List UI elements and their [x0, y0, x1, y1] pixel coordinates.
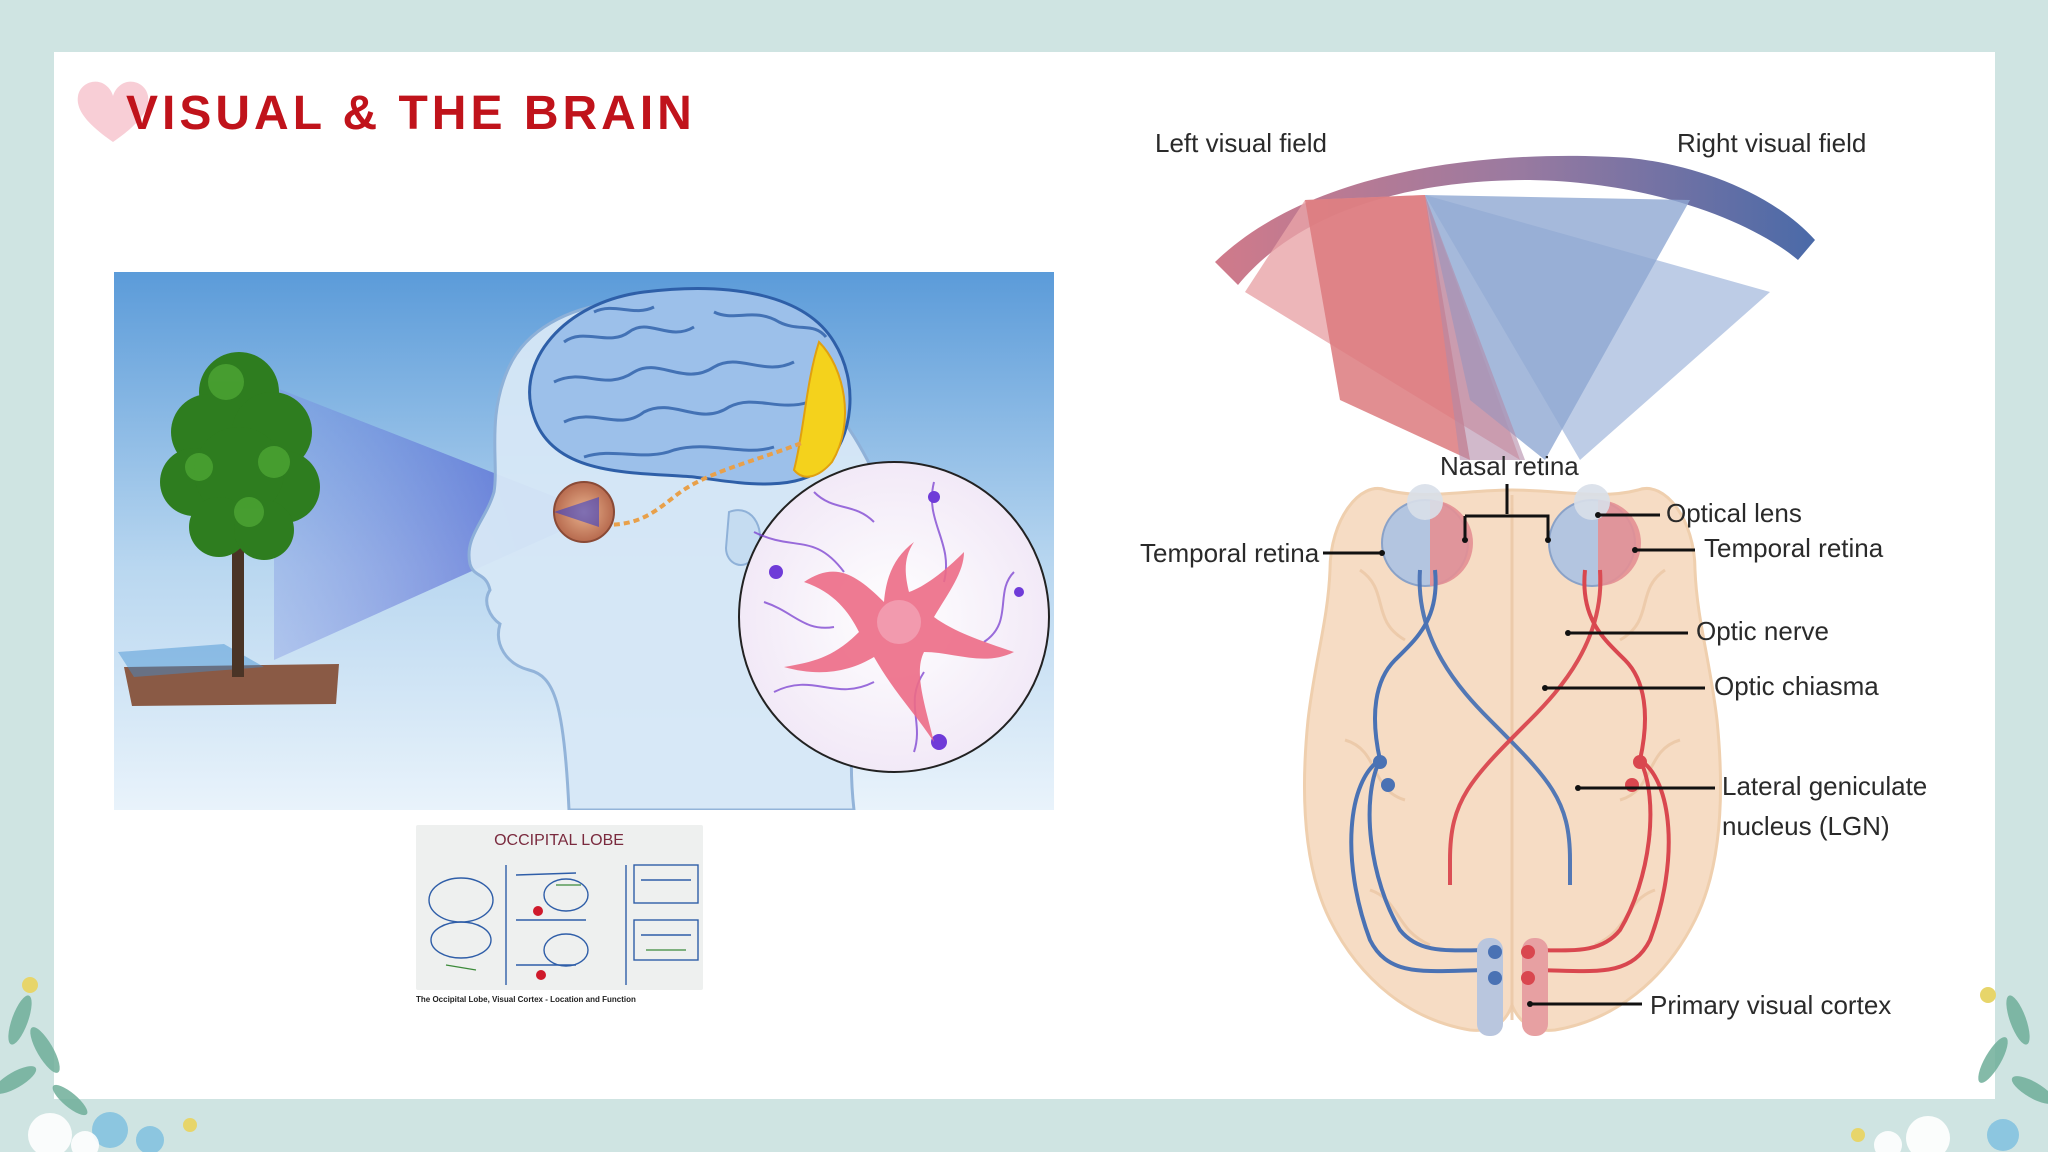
label-optic-chiasma: Optic chiasma — [1714, 671, 1879, 701]
label-temporal-retina-left: Temporal retina — [1140, 538, 1320, 568]
eye-brain-illustration — [114, 272, 1054, 810]
heart-icon — [77, 81, 149, 142]
visual-field-arc — [1215, 155, 1815, 285]
thumbnail-caption: The Occipital Lobe, Visual Cortex - Loca… — [416, 995, 636, 1004]
thumbnail-heading: OCCIPITAL LOBE — [494, 832, 624, 849]
label-optical-lens: Optical lens — [1666, 498, 1802, 528]
label-primary-visual-cortex: Primary visual cortex — [1650, 990, 1891, 1020]
floral-decoration-left — [0, 977, 197, 1152]
floral-decoration-right — [1851, 987, 2048, 1152]
label-left-visual-field: Left visual field — [1155, 128, 1327, 158]
label-temporal-retina-right: Temporal retina — [1704, 533, 1884, 563]
label-right-visual-field: Right visual field — [1677, 128, 1866, 158]
label-lgn-line1: Lateral geniculate — [1722, 771, 1927, 801]
label-nasal-retina: Nasal retina — [1440, 451, 1579, 481]
visual-pathway-diagram: Left visual field Right visual field Nas… — [1130, 100, 1940, 1060]
video-thumbnail[interactable]: OCCIPITAL LOBE — [416, 825, 703, 990]
page-title: VISUAL & THE BRAIN — [126, 87, 696, 140]
label-lgn-line2: nucleus (LGN) — [1722, 811, 1890, 841]
label-optic-nerve: Optic nerve — [1696, 616, 1829, 646]
